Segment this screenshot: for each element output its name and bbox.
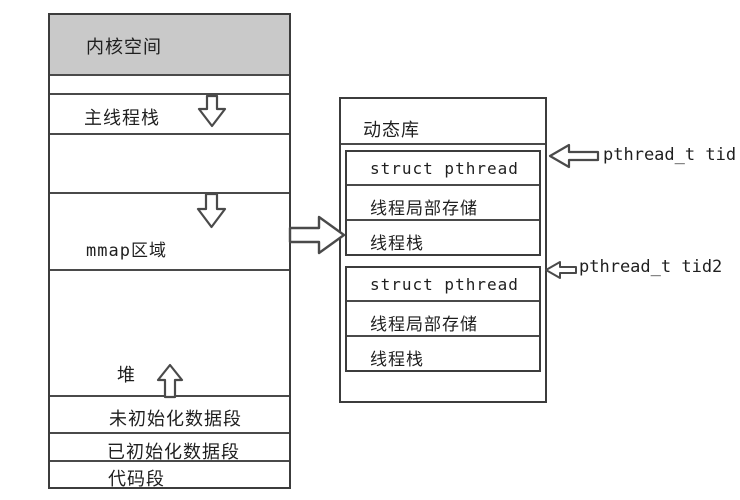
segment-kernel-space: 内核空间 <box>50 15 289 74</box>
library-footer-space <box>341 372 545 401</box>
segment-heap: 堆 <box>50 269 289 395</box>
thread2-stack-label: 线程栈 <box>370 350 424 369</box>
segment-data: 已初始化数据段 <box>50 432 289 462</box>
thread1-tls-label: 线程局部存储 <box>370 199 478 218</box>
segment-gap-top <box>50 74 289 93</box>
segment-main-thread-stack: 主线程栈 <box>50 93 289 133</box>
thread1-struct-label: struct pthread <box>370 159 519 178</box>
thread1-tls-row: 线程局部存储 <box>347 184 539 219</box>
process-memory-box: 内核空间 主线程栈 mmap区域 堆 未初始化数据段 已初始化数据段 代码段 <box>48 13 291 489</box>
dynamic-library-label: 动态库 <box>363 120 420 140</box>
data-segment-label: 已初始化数据段 <box>107 442 240 462</box>
code-segment-label: 代码段 <box>108 469 165 489</box>
heap-label: 堆 <box>117 365 136 385</box>
segment-gap-middle <box>50 133 289 192</box>
thread2-stack-row: 线程栈 <box>347 335 539 370</box>
segment-bss: 未初始化数据段 <box>50 395 289 432</box>
segment-mmap-region: mmap区域 <box>50 192 289 269</box>
thread2-tls-row: 线程局部存储 <box>347 300 539 335</box>
main-thread-stack-label: 主线程栈 <box>84 108 160 128</box>
library-header: 动态库 <box>341 99 545 145</box>
down-arrow-icon <box>196 193 227 229</box>
thread1-stack-label: 线程栈 <box>370 234 424 253</box>
kernel-space-label: 内核空间 <box>86 37 162 57</box>
bss-label: 未初始化数据段 <box>109 409 242 429</box>
thread2-tls-label: 线程局部存储 <box>370 315 478 334</box>
left-arrow-icon <box>548 143 600 169</box>
left-arrow-icon <box>544 260 578 280</box>
segment-code: 代码段 <box>50 460 289 489</box>
thread1-struct-row: struct pthread <box>347 152 539 184</box>
down-arrow-icon <box>197 95 227 128</box>
right-arrow-icon <box>288 214 346 256</box>
dynamic-library-box: 动态库 struct pthread 线程局部存储 线程栈 struct pth… <box>339 97 547 403</box>
pthread-tid2-label: pthread_t tid2 <box>579 257 723 277</box>
thread2-struct-label: struct pthread <box>370 275 519 294</box>
thread2-struct-row: struct pthread <box>347 268 539 300</box>
mmap-region-label: mmap区域 <box>86 241 167 261</box>
thread1-stack-row: 线程栈 <box>347 219 539 254</box>
pthread-tid-label: pthread_t tid <box>603 145 737 165</box>
thread-block-2: struct pthread 线程局部存储 线程栈 <box>345 266 541 372</box>
up-arrow-icon <box>156 363 184 399</box>
thread-block-1: struct pthread 线程局部存储 线程栈 <box>345 150 541 256</box>
